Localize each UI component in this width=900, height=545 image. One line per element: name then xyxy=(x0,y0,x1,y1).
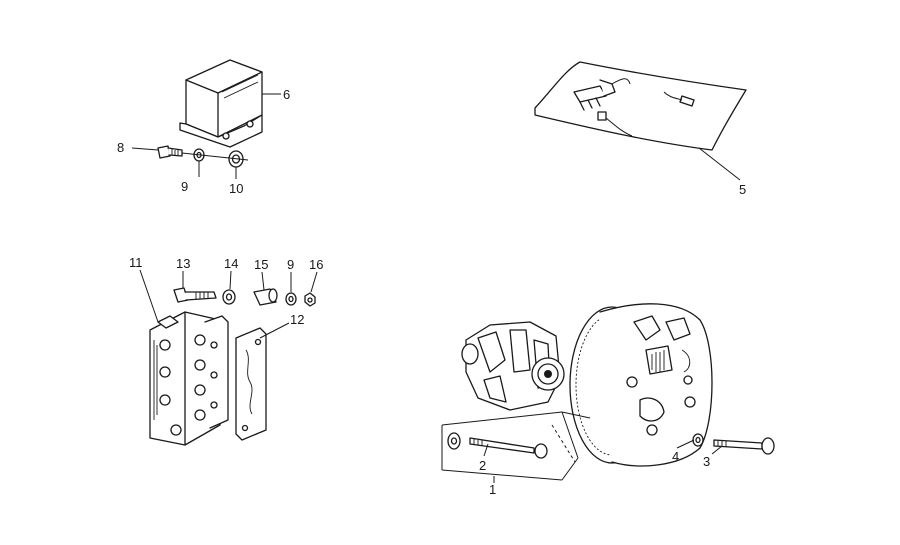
through-bolt-2 xyxy=(447,432,548,459)
washer-9b xyxy=(285,292,297,306)
washer-4 xyxy=(692,433,704,447)
rectifier-plate xyxy=(149,311,229,446)
bolt-3 xyxy=(713,437,775,455)
screw-13 xyxy=(173,287,217,303)
callout-11: 11 xyxy=(129,255,143,270)
callout-8: 8 xyxy=(117,140,124,155)
callout-2: 2 xyxy=(479,458,486,473)
callout-6: 6 xyxy=(283,87,290,102)
callout-3: 3 xyxy=(703,454,710,469)
bracket-12 xyxy=(235,327,267,441)
callout-9: 9 xyxy=(181,179,188,194)
group-bracket-1 xyxy=(441,411,591,481)
callout-12: 12 xyxy=(290,312,304,327)
callout-10: 10 xyxy=(229,181,243,196)
callout-1: 1 xyxy=(489,482,496,497)
spacer-15 xyxy=(253,288,278,306)
nut-16 xyxy=(304,292,316,307)
stator-housing xyxy=(569,303,713,467)
screw-8 xyxy=(157,145,183,159)
callout-9b: 9 xyxy=(287,257,294,272)
wiring-sheet xyxy=(534,61,747,151)
washer-10 xyxy=(181,150,249,168)
callout-5: 5 xyxy=(739,182,746,197)
callout-13: 13 xyxy=(176,256,190,271)
callout-15: 15 xyxy=(254,257,268,272)
leader-lines xyxy=(131,93,741,483)
callout-14: 14 xyxy=(224,256,238,271)
callout-4: 4 xyxy=(672,449,679,464)
regulator-box xyxy=(179,59,263,148)
callout-16: 16 xyxy=(309,257,323,272)
rotor-assembly xyxy=(461,321,565,411)
washer-14 xyxy=(222,289,236,305)
